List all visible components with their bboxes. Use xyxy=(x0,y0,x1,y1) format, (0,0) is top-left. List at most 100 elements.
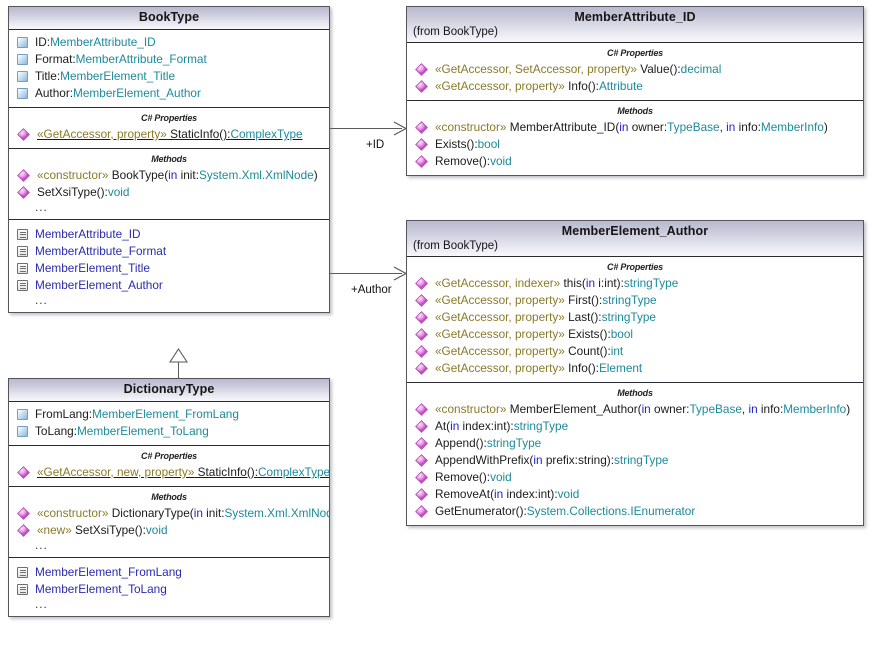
property-row[interactable]: «GetAccessor, property» Exists():bool xyxy=(407,326,863,343)
method-diamond-icon xyxy=(415,155,428,168)
property-diamond-icon xyxy=(415,80,428,93)
member-type: bool xyxy=(610,327,634,341)
param-keyword: in xyxy=(193,506,203,520)
property-row[interactable]: «GetAccessor, property» Last():stringTyp… xyxy=(407,309,863,326)
class-booktype-nested: MemberAttribute_ID MemberAttribute_Forma… xyxy=(9,220,329,312)
member-signature: Info(): xyxy=(564,361,599,375)
method-row[interactable]: «constructor» MemberElement_Author(in ow… xyxy=(407,401,863,418)
class-dictionarytype-title: DictionaryType xyxy=(123,382,215,396)
property-row[interactable]: «GetAccessor, property» Info():Attribute xyxy=(407,78,863,95)
connector-id-label: +ID xyxy=(366,139,385,151)
method-diamond-icon xyxy=(415,403,428,416)
nested-class-row[interactable]: MemberElement_Title xyxy=(9,260,329,277)
nested-class-row[interactable]: MemberElement_FromLang xyxy=(9,564,329,581)
class-booktype[interactable]: BookType ID:MemberAttribute_ID Format:Me… xyxy=(8,6,330,313)
property-row[interactable]: «GetAccessor, indexer» this(in i:int):st… xyxy=(407,275,863,292)
param-keyword: in xyxy=(494,487,504,501)
method-row[interactable]: RemoveAt(in index:int):void xyxy=(407,486,863,503)
attribute-name: Format: xyxy=(35,52,76,66)
method-diamond-icon xyxy=(415,121,428,134)
method-row[interactable]: At(in index:int):stringType xyxy=(407,418,863,435)
attribute-icon xyxy=(17,37,28,48)
class-dictionarytype[interactable]: DictionaryType FromLang:MemberElement_Fr… xyxy=(8,378,330,617)
class-booktype-header: BookType xyxy=(9,7,329,30)
nested-class-label: MemberElement_Author xyxy=(35,278,163,292)
member-signature: Remove(): xyxy=(435,154,491,168)
attribute-type: MemberElement_ToLang xyxy=(76,424,209,438)
method-row[interactable]: AppendWithPrefix(in prefix:string):strin… xyxy=(407,452,863,469)
member-stereotype: «GetAccessor, property» xyxy=(435,293,565,307)
member-signature: Append(): xyxy=(435,436,487,450)
nested-class-icon xyxy=(17,246,28,257)
property-row[interactable]: «GetAccessor, property» Info():Element xyxy=(407,360,863,377)
method-row[interactable]: Remove():void xyxy=(407,469,863,486)
attribute-row[interactable]: Title:MemberElement_Title xyxy=(9,68,329,85)
member-stereotype: «new» xyxy=(37,523,72,537)
param-keyword: in xyxy=(533,453,543,467)
class-memberelement-author[interactable]: MemberElement_Author (from BookType) C# … xyxy=(406,220,864,526)
method-row[interactable]: «constructor» DictionaryType(in init:Sys… xyxy=(9,505,329,522)
method-row[interactable]: «constructor» BookType(in init:System.Xm… xyxy=(9,167,329,184)
member-type: stringType xyxy=(623,276,679,290)
attribute-type: MemberElement_FromLang xyxy=(92,407,239,421)
param-type: MemberInfo xyxy=(760,120,824,134)
param-type: System.Xml.XmlNode xyxy=(198,168,314,182)
member-signature: BookType( xyxy=(108,168,169,182)
nested-class-row[interactable]: MemberAttribute_ID xyxy=(9,226,329,243)
nested-class-row[interactable]: MemberElement_ToLang xyxy=(9,581,329,598)
member-type: ComplexType xyxy=(257,465,329,479)
attribute-row[interactable]: Author:MemberElement_Author xyxy=(9,85,329,102)
nested-class-label: MemberAttribute_Format xyxy=(35,244,167,258)
method-row[interactable]: Remove():void xyxy=(407,153,863,170)
attribute-icon xyxy=(17,409,28,420)
member-type: stringType xyxy=(602,293,657,307)
member-type: bool xyxy=(477,137,500,151)
param-type: TypeBase xyxy=(689,402,742,416)
method-row[interactable]: SetXsiType():void xyxy=(9,184,329,201)
member-stereotype: «GetAccessor, indexer» xyxy=(435,276,561,290)
property-row[interactable]: «GetAccessor, property» StaticInfo():Com… xyxy=(9,126,329,143)
class-memberattribute-id-from: (from BookType) xyxy=(413,26,498,38)
member-signature: StaticInfo(): xyxy=(194,465,258,479)
member-stereotype: «GetAccessor, property» xyxy=(37,127,167,141)
member-signature: At( xyxy=(435,419,451,433)
class-memberattribute-id[interactable]: MemberAttribute_ID (from BookType) C# Pr… xyxy=(406,6,864,176)
nested-class-row[interactable]: MemberElement_Author xyxy=(9,277,329,294)
attribute-row[interactable]: ID:MemberAttribute_ID xyxy=(9,34,329,51)
method-diamond-icon xyxy=(415,471,428,484)
method-row[interactable]: «new» SetXsiType():void xyxy=(9,522,329,539)
property-row[interactable]: «GetAccessor, SetAccessor, property» Val… xyxy=(407,61,863,78)
member-signature: MemberAttribute_ID( xyxy=(506,120,620,134)
member-type: stringType xyxy=(601,310,656,324)
member-type: void xyxy=(490,154,512,168)
param-keyword: in xyxy=(641,402,651,416)
member-signature: Remove(): xyxy=(435,470,491,484)
nested-class-row[interactable]: MemberAttribute_Format xyxy=(9,243,329,260)
class-memberattribute-id-title: MemberAttribute_ID xyxy=(574,10,696,24)
param-keyword: in xyxy=(726,120,736,134)
property-row[interactable]: «GetAccessor, new, property» StaticInfo(… xyxy=(9,464,329,481)
property-row[interactable]: «GetAccessor, property» First():stringTy… xyxy=(407,292,863,309)
property-row[interactable]: «GetAccessor, property» Count():int xyxy=(407,343,863,360)
method-row[interactable]: Exists():bool xyxy=(407,136,863,153)
param-type: TypeBase xyxy=(667,120,720,134)
attribute-row[interactable]: ToLang:MemberElement_ToLang xyxy=(9,423,329,440)
member-signature: Count(): xyxy=(564,344,611,358)
method-row[interactable]: «constructor» MemberAttribute_ID(in owne… xyxy=(407,119,863,136)
class-memberelement-author-properties: C# Properties «GetAccessor, indexer» thi… xyxy=(407,257,863,383)
class-dictionarytype-header: DictionaryType xyxy=(9,379,329,402)
method-row[interactable]: Append():stringType xyxy=(407,435,863,452)
class-booktype-methods: Methods «constructor» BookType(in init:S… xyxy=(9,149,329,220)
member-stereotype: «GetAccessor, SetAccessor, property» xyxy=(435,62,637,76)
method-row[interactable]: GetEnumerator():System.Collections.IEnum… xyxy=(407,503,863,520)
member-signature: this( xyxy=(560,276,586,290)
attribute-row[interactable]: FromLang:MemberElement_FromLang xyxy=(9,406,329,423)
param-separator: , xyxy=(719,120,727,134)
section-caption-properties: C# Properties xyxy=(141,451,197,461)
method-diamond-icon xyxy=(17,186,30,199)
member-stereotype: «GetAccessor, property» xyxy=(435,79,565,93)
member-signature: StaticInfo(): xyxy=(166,127,231,141)
member-signature: SetXsiType(): xyxy=(71,523,146,537)
class-dictionarytype-nested: MemberElement_FromLang MemberElement_ToL… xyxy=(9,558,329,616)
attribute-row[interactable]: Format:MemberAttribute_Format xyxy=(9,51,329,68)
